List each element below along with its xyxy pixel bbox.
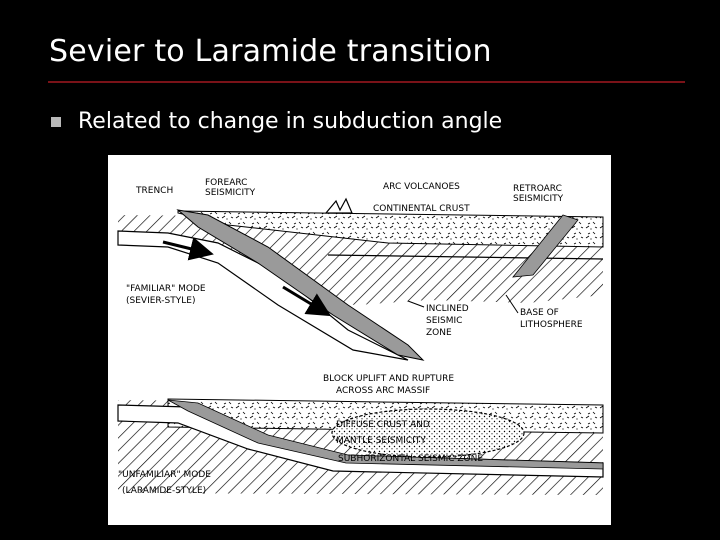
label-sevier-style: (SEVIER-STYLE) <box>126 296 195 306</box>
label-unfamiliar-mode: "UNFAMILIAR" MODE <box>118 470 211 480</box>
subduction-diagram-svg: TRENCH FOREARC SEISMICITY ARC VOLCANOES … <box>117 178 604 496</box>
familiar-mode-panel: TRENCH FOREARC SEISMICITY ARC VOLCANOES … <box>117 178 604 361</box>
label-retroarc: RETROARC <box>513 184 562 194</box>
slide-title: Sevier to Laramide transition <box>49 34 492 69</box>
title-divider <box>48 81 685 83</box>
bullet-text: Related to change in subduction angle <box>78 109 503 134</box>
leader-base <box>505 294 519 314</box>
slab-motion-arrow-2 <box>282 285 332 317</box>
subhorizontal-seismic-zone <box>167 399 604 470</box>
label-block-uplift: BLOCK UPLIFT AND RUPTURE <box>323 374 454 384</box>
diffuse-seismicity-zone <box>331 408 525 458</box>
arc-volcano <box>324 197 353 214</box>
label-familiar-mode: "FAMILIAR" MODE <box>126 284 206 294</box>
label-forearc-seismicity: SEISMICITY <box>205 188 256 198</box>
continental-crust-band <box>177 210 604 248</box>
label-retroarc-seismicity: SEISMICITY <box>513 194 564 204</box>
label-diffuse-crust: DIFFUSE CRUST AND <box>336 420 430 430</box>
label-arc-volcanoes: ARC VOLCANOES <box>383 182 460 192</box>
bullet-marker <box>51 117 61 127</box>
label-zone: ZONE <box>426 328 452 338</box>
leader-inclined <box>407 300 425 308</box>
label-trench: TRENCH <box>135 186 173 196</box>
label-continental-crust: CONTINENTAL CRUST <box>373 204 470 214</box>
label-subhorizontal-zone: SUBHORIZONTAL SEISMIC ZONE <box>338 454 483 464</box>
base-of-lithosphere-line <box>327 254 604 260</box>
label-across-arc-massif: ACROSS ARC MASSIF <box>336 386 430 396</box>
inclined-seismic-zone <box>176 209 425 361</box>
label-lithosphere: LITHOSPHERE <box>520 320 583 330</box>
label-inclined: INCLINED <box>426 304 469 314</box>
subduction-diagram: TRENCH FOREARC SEISMICITY ARC VOLCANOES … <box>108 155 611 525</box>
label-forearc: FOREARC <box>205 178 247 188</box>
label-mantle-seismicity: MANTLE SEISMICITY <box>336 436 426 446</box>
slab-motion-arrow-1 <box>162 237 214 261</box>
label-laramide-style: (LARAMIDE-STYLE) <box>122 486 206 496</box>
label-base-of: BASE OF <box>520 308 559 318</box>
label-seismic: SEISMIC <box>426 316 462 326</box>
retroarc-seismicity-band <box>512 214 579 278</box>
unfamiliar-mode-panel: BLOCK UPLIFT AND RUPTURE ACROSS ARC MASS… <box>117 374 604 496</box>
